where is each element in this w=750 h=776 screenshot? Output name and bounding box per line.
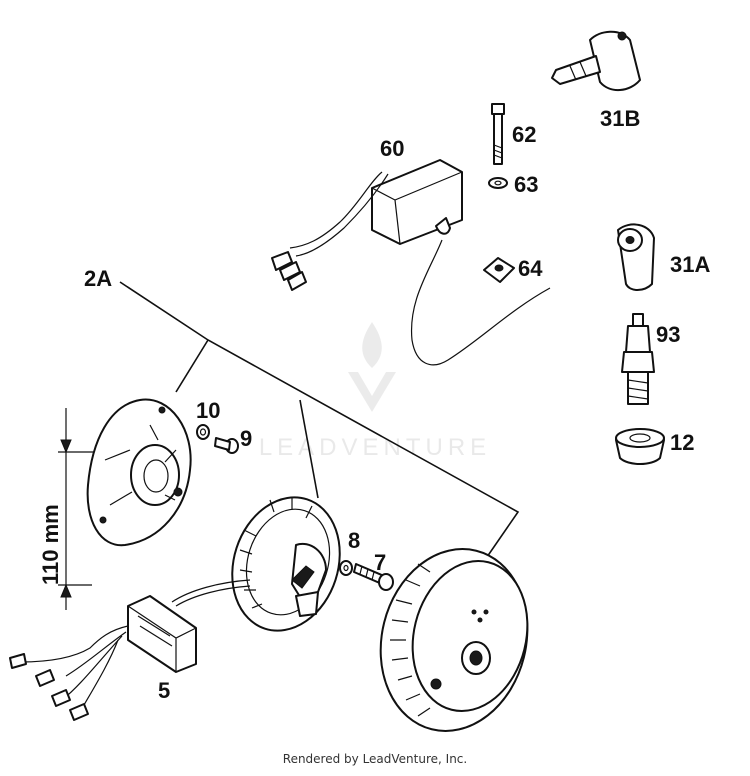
spark-plug-cap-31A [617, 223, 655, 291]
stator-coil-ring [231, 496, 341, 632]
seal-12 [615, 428, 665, 465]
spark-plug-cap-31B [551, 30, 641, 91]
screw-9 [214, 437, 239, 454]
label-2A: 2A [84, 266, 112, 291]
label-63: 63 [514, 172, 538, 197]
regulator-5 [9, 579, 251, 721]
label-12: 12 [670, 430, 694, 455]
screw-7 [353, 563, 394, 591]
washer-8 [339, 560, 353, 576]
dimension-label: 110 mm [38, 504, 63, 585]
label-8: 8 [348, 528, 360, 553]
label-9: 9 [240, 426, 252, 451]
watermark: LEADVENTURE [259, 322, 491, 461]
leader-lines-2A [119, 281, 520, 571]
label-60: 60 [380, 136, 404, 161]
label-93: 93 [656, 322, 680, 347]
label-7: 7 [374, 550, 386, 575]
dimension-110mm [58, 408, 112, 610]
footer-credit: Rendered by LeadVenture, Inc. [282, 752, 468, 766]
spark-plug-93 [621, 313, 655, 405]
label-31A: 31A [670, 252, 710, 277]
label-64: 64 [518, 256, 543, 281]
label-10: 10 [196, 398, 220, 423]
flame-v-logo-icon [348, 322, 396, 412]
callout-labels: 2A 5 7 8 9 10 12 31A 31B 60 62 63 64 93 … [38, 106, 710, 703]
clip-64 [483, 257, 515, 283]
watermark-text: LEADVENTURE [259, 434, 491, 461]
label-5: 5 [158, 678, 170, 703]
ignition-coil-60 [271, 159, 551, 366]
bolt-62 [491, 103, 505, 165]
label-31B: 31B [600, 106, 640, 131]
parts-diagram: LEADVENTURE [9, 30, 710, 732]
flywheel [379, 548, 529, 732]
washer-63 [488, 177, 508, 189]
label-62: 62 [512, 122, 536, 147]
stator-plate [86, 398, 192, 547]
washer-10 [196, 424, 210, 440]
